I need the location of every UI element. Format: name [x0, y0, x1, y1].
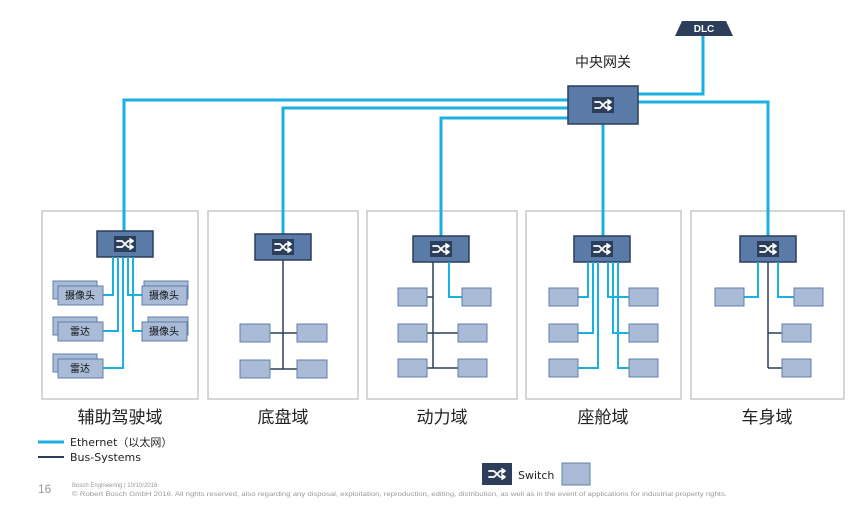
chassis-bus — [270, 260, 297, 370]
powertrain-switch — [412, 235, 470, 263]
adas-node-radar-1: 雷达 — [52, 316, 104, 342]
footer-copyright: © Robert Bosch GmbH 2016. All rights res… — [72, 491, 727, 498]
powertrain-node — [461, 287, 492, 307]
legend-switch-label: Switch — [518, 469, 554, 482]
gateway-label: 中央网关 — [575, 55, 631, 71]
central-gateway-switch — [567, 85, 639, 125]
cockpit-switch — [573, 235, 631, 263]
cockpit-node — [548, 287, 579, 307]
adas-node-camera-1: 摄像头 — [52, 280, 104, 306]
body-ethernet-links — [744, 262, 794, 298]
body-switch — [739, 235, 797, 263]
powertrain-node — [457, 358, 488, 378]
powertrain-node — [397, 287, 428, 307]
domain-label-body: 车身域 — [742, 408, 793, 428]
page-number: 16 — [38, 482, 52, 496]
adas-node-camera-2: 摄像头 — [141, 280, 189, 306]
cockpit-ethernet-links — [578, 262, 629, 369]
powertrain-node — [397, 323, 428, 343]
adas-node-radar-2: 雷达 — [52, 353, 104, 379]
node-label: 摄像头 — [149, 325, 179, 338]
dlc-connector: DLC — [675, 21, 733, 36]
dlc-label: DLC — [694, 24, 715, 35]
node-label: 雷达 — [70, 326, 90, 338]
legend-bus-label: Bus-Systems — [70, 451, 141, 464]
domain-label-chassis: 底盘域 — [258, 408, 309, 428]
cockpit-node — [628, 323, 659, 343]
ethernet-backbone — [122, 34, 770, 236]
domain-label-powertrain: 动力域 — [417, 408, 468, 428]
cockpit-node — [548, 358, 579, 378]
adas-switch — [96, 230, 154, 258]
legend: Ethernet（以太网） Bus-Systems Switch — [38, 436, 591, 486]
chassis-node — [296, 323, 328, 343]
body-node — [781, 323, 812, 343]
body-node — [781, 358, 812, 378]
domain-label-cockpit: 座舱域 — [578, 408, 629, 428]
footer-org: Bosch Engineering | 10/10/2016 — [72, 483, 158, 489]
powertrain-ethernet-link — [448, 262, 462, 298]
legend-ethernet-label: Ethernet（以太网） — [70, 436, 172, 449]
body-bus — [767, 262, 782, 369]
powertrain-node — [397, 358, 428, 378]
body-node — [714, 287, 745, 307]
chassis-node — [239, 323, 271, 343]
legend-node-swatch — [561, 462, 591, 486]
adas-ethernet-links — [103, 257, 142, 369]
powertrain-node — [457, 323, 488, 343]
chassis-node — [296, 359, 328, 379]
powertrain-bus — [427, 262, 458, 369]
node-label: 摄像头 — [149, 289, 179, 302]
body-node — [793, 287, 824, 307]
cockpit-node — [628, 287, 659, 307]
node-label: 雷达 — [70, 363, 90, 375]
node-label: 摄像头 — [65, 289, 95, 302]
chassis-node — [239, 359, 271, 379]
cockpit-node — [628, 358, 659, 378]
adas-node-camera-3: 摄像头 — [141, 316, 189, 342]
chassis-switch — [254, 233, 312, 261]
cockpit-node — [548, 323, 579, 343]
domain-label-adas: 辅助驾驶域 — [78, 408, 163, 428]
legend-switch-swatch — [482, 463, 512, 485]
